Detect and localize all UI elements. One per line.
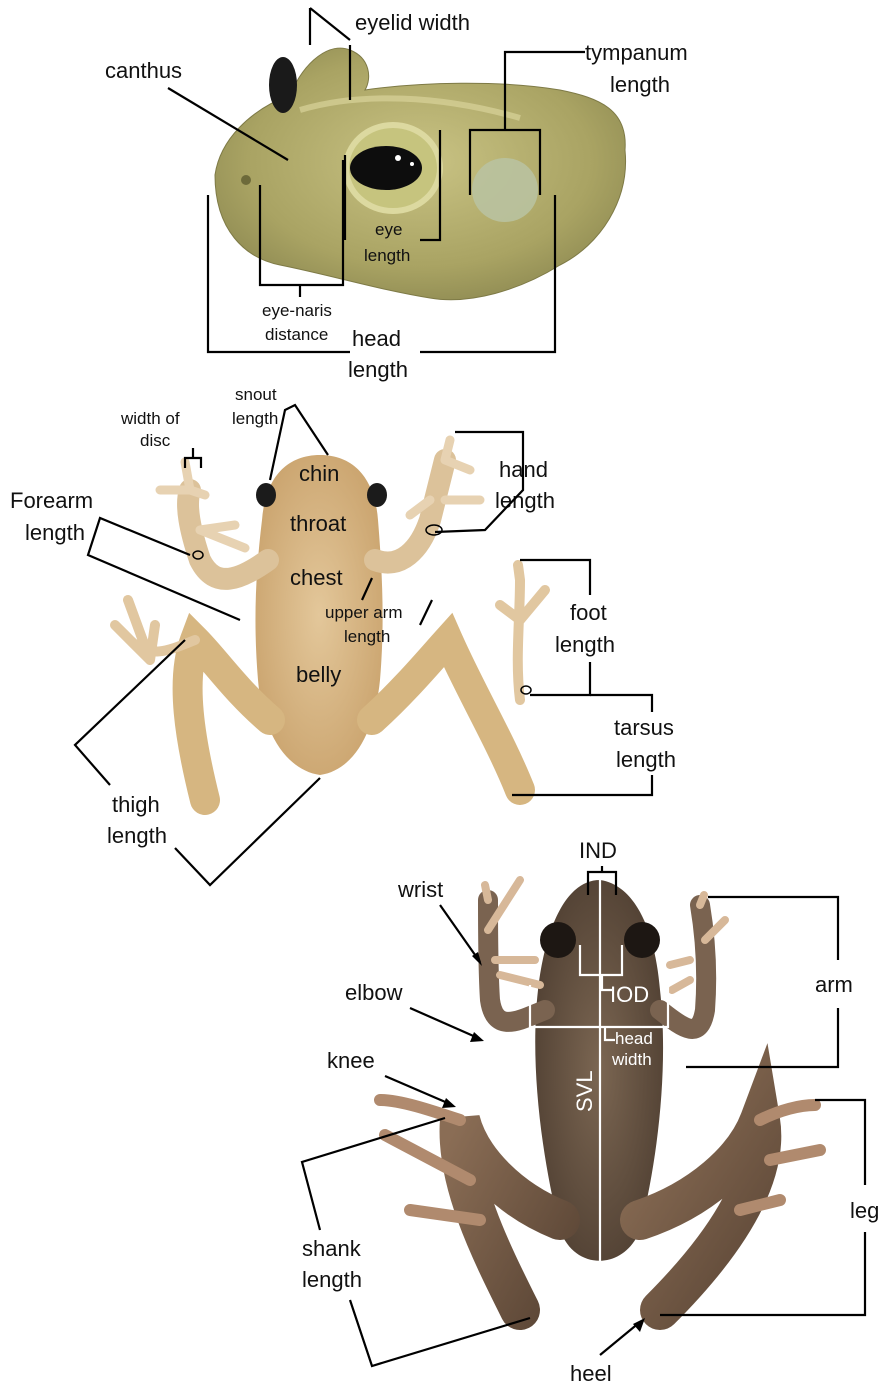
ventral-panel: snout length width of disc Forearm lengt…: [10, 385, 676, 885]
forearm-length-label-2: length: [25, 520, 85, 545]
heel-label: heel: [570, 1361, 612, 1386]
head-width-label-1: head: [615, 1029, 653, 1048]
wrist-label: wrist: [397, 877, 443, 902]
width-of-disc-label-2: disc: [140, 431, 171, 450]
chest-label: chest: [290, 565, 343, 590]
shank-length-label-2: length: [302, 1267, 362, 1292]
eye-length-label-2: length: [364, 246, 410, 265]
thigh-length-label-2: length: [107, 823, 167, 848]
upper-arm-length-label-2: length: [344, 627, 390, 646]
eye-length-label-1: eye: [375, 220, 402, 239]
dorsal-panel: IND wrist elbow IOD head width arm knee …: [302, 838, 879, 1386]
tarsus-length-label-2: length: [616, 747, 676, 772]
foot-length-label-1: foot: [570, 600, 607, 625]
snout-length-label-2: length: [232, 409, 278, 428]
knee-label: knee: [327, 1048, 375, 1073]
eyelid-width-label: eyelid width: [355, 10, 470, 35]
tympanum-length-label-2: length: [610, 72, 670, 97]
eye-naris-label-2: distance: [265, 325, 328, 344]
arm-label: arm: [815, 972, 853, 997]
leg-label: leg: [850, 1198, 879, 1223]
tympanum-length-label-1: tympanum: [585, 40, 688, 65]
elbow-arrow: [410, 1008, 478, 1038]
upper-arm-length-label-1: upper arm: [325, 603, 402, 622]
chin-label: chin: [299, 461, 339, 486]
throat-label: throat: [290, 511, 346, 536]
elbow-label: elbow: [345, 980, 403, 1005]
iod-label: IOD: [610, 982, 649, 1007]
knee-arrowhead: [442, 1098, 456, 1108]
elbow-arrowhead: [470, 1032, 484, 1042]
heel-arrow: [600, 1322, 640, 1355]
width-of-disc-label-1: width of: [120, 409, 180, 428]
foot-length-bracket: [520, 560, 590, 695]
canthus-label: canthus: [105, 58, 182, 83]
frog-head-photo: [215, 48, 626, 300]
foot-length-label-2: length: [555, 632, 615, 657]
head-panel: eyelid width canthus tympanum length eye…: [105, 8, 688, 382]
snout-length-label-1: snout: [235, 385, 277, 404]
heel-arrowhead: [633, 1318, 645, 1332]
head-length-label-2: length: [348, 357, 408, 382]
head-width-label-2: width: [611, 1050, 652, 1069]
thigh-length-label-1: thigh: [112, 792, 160, 817]
tarsus-length-bracket: [512, 695, 652, 795]
belly-label: belly: [296, 662, 341, 687]
eye-naris-label-1: eye-naris: [262, 301, 332, 320]
shank-length-label-1: shank: [302, 1236, 362, 1261]
svl-label: SVL: [572, 1070, 597, 1112]
wrist-arrow: [440, 905, 480, 962]
tarsus-length-label-1: tarsus: [614, 715, 674, 740]
forearm-length-label-1: Forearm: [10, 488, 93, 513]
ind-label: IND: [579, 838, 617, 863]
head-length-label-1: head: [352, 326, 401, 351]
